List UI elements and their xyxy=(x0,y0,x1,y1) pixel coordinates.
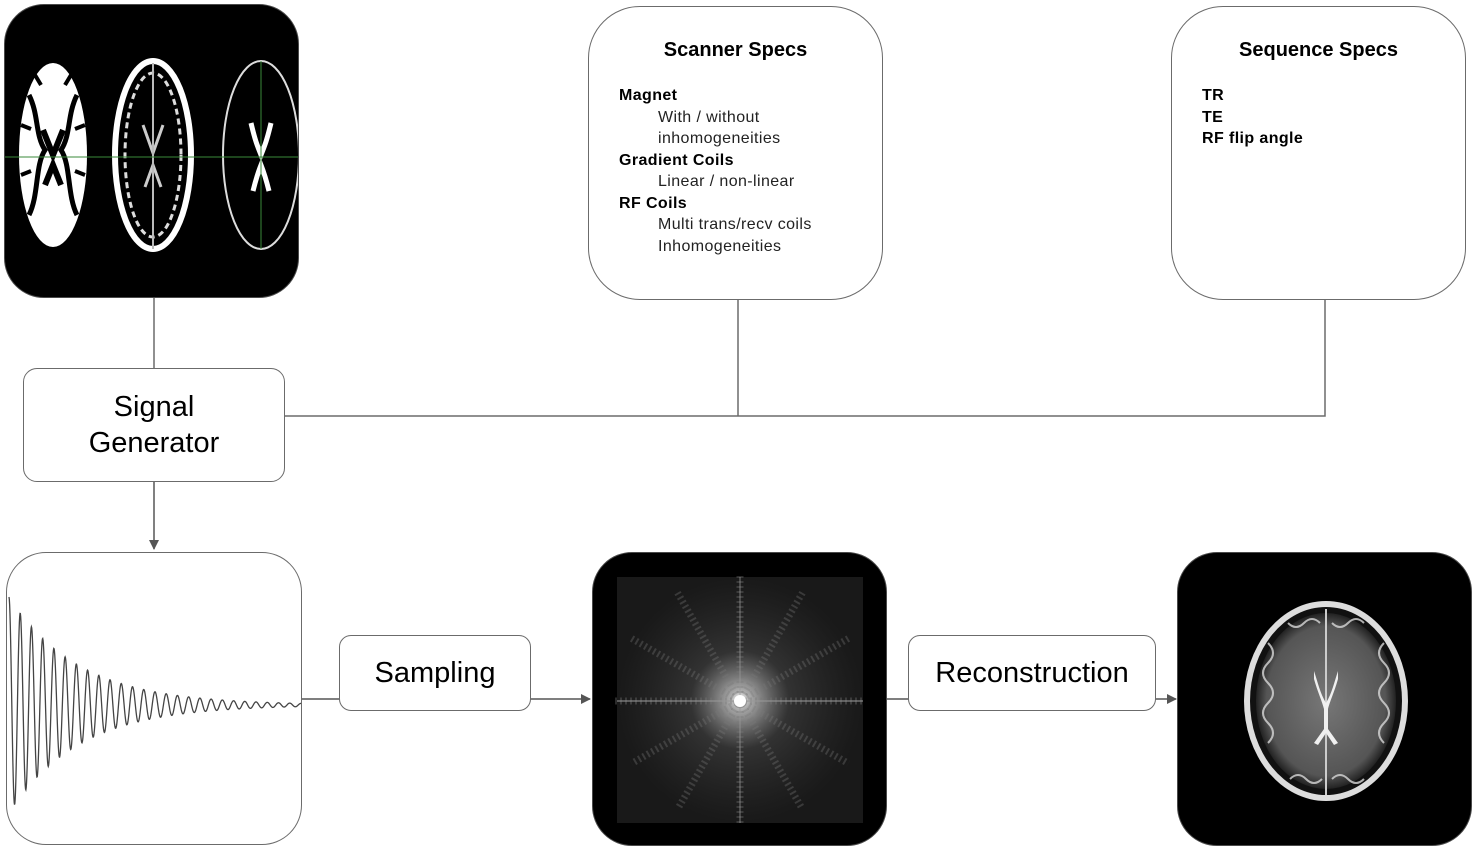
scanner-specs-list: Magnet With / without inhomogeneities Gr… xyxy=(619,85,812,257)
signal-generator-box: Signal Generator xyxy=(23,368,285,482)
brain-slices-graphic xyxy=(5,58,298,252)
signal-waveform-box xyxy=(6,552,302,845)
sequence-specs-title: Sequence Specs xyxy=(1239,39,1398,61)
spec-item: inhomogeneities xyxy=(658,130,781,147)
kspace-radial-pattern xyxy=(615,576,865,826)
scanner-specs-title: Scanner Specs xyxy=(663,39,808,61)
sampling-box: Sampling xyxy=(339,635,531,711)
kspace-image xyxy=(592,552,887,846)
spec-item: TR xyxy=(1202,87,1225,104)
spec-item: Multi trans/recv coils xyxy=(658,216,812,233)
sequence-specs-box: Sequence Specs TR TE RF flip angle xyxy=(1171,6,1466,300)
spec-item: Gradient Coils xyxy=(619,151,734,169)
reconstruction-box: Reconstruction xyxy=(908,635,1156,711)
tissue-maps-image xyxy=(4,4,299,298)
t2-brain-graphic xyxy=(1244,601,1408,801)
decaying-signal-waveform xyxy=(8,596,302,805)
scanner-specs-box: Scanner Specs Magnet With / without inho… xyxy=(588,6,883,300)
connector-sequence-to-generator xyxy=(285,300,1326,417)
gray-matter-slice xyxy=(112,58,194,252)
spec-item: Inhomogeneities xyxy=(658,237,782,255)
csf-slice xyxy=(222,60,298,250)
reconstructed-mri-image xyxy=(1177,552,1472,846)
reconstruction-label: Reconstruction xyxy=(935,656,1129,689)
signal-generator-label: Signal Generator xyxy=(88,391,220,459)
white-matter-slice xyxy=(19,63,87,247)
spec-item: Magnet xyxy=(619,87,678,104)
spec-item: Linear / non-linear xyxy=(658,173,795,190)
spec-item: RF flip angle xyxy=(1202,130,1304,147)
spec-item: With / without xyxy=(658,108,760,126)
sequence-specs-list: TR TE RF flip angle xyxy=(1202,85,1303,150)
spec-item: TE xyxy=(1202,108,1224,126)
sampling-label: Sampling xyxy=(374,656,496,689)
spec-item: RF Coils xyxy=(619,194,688,212)
